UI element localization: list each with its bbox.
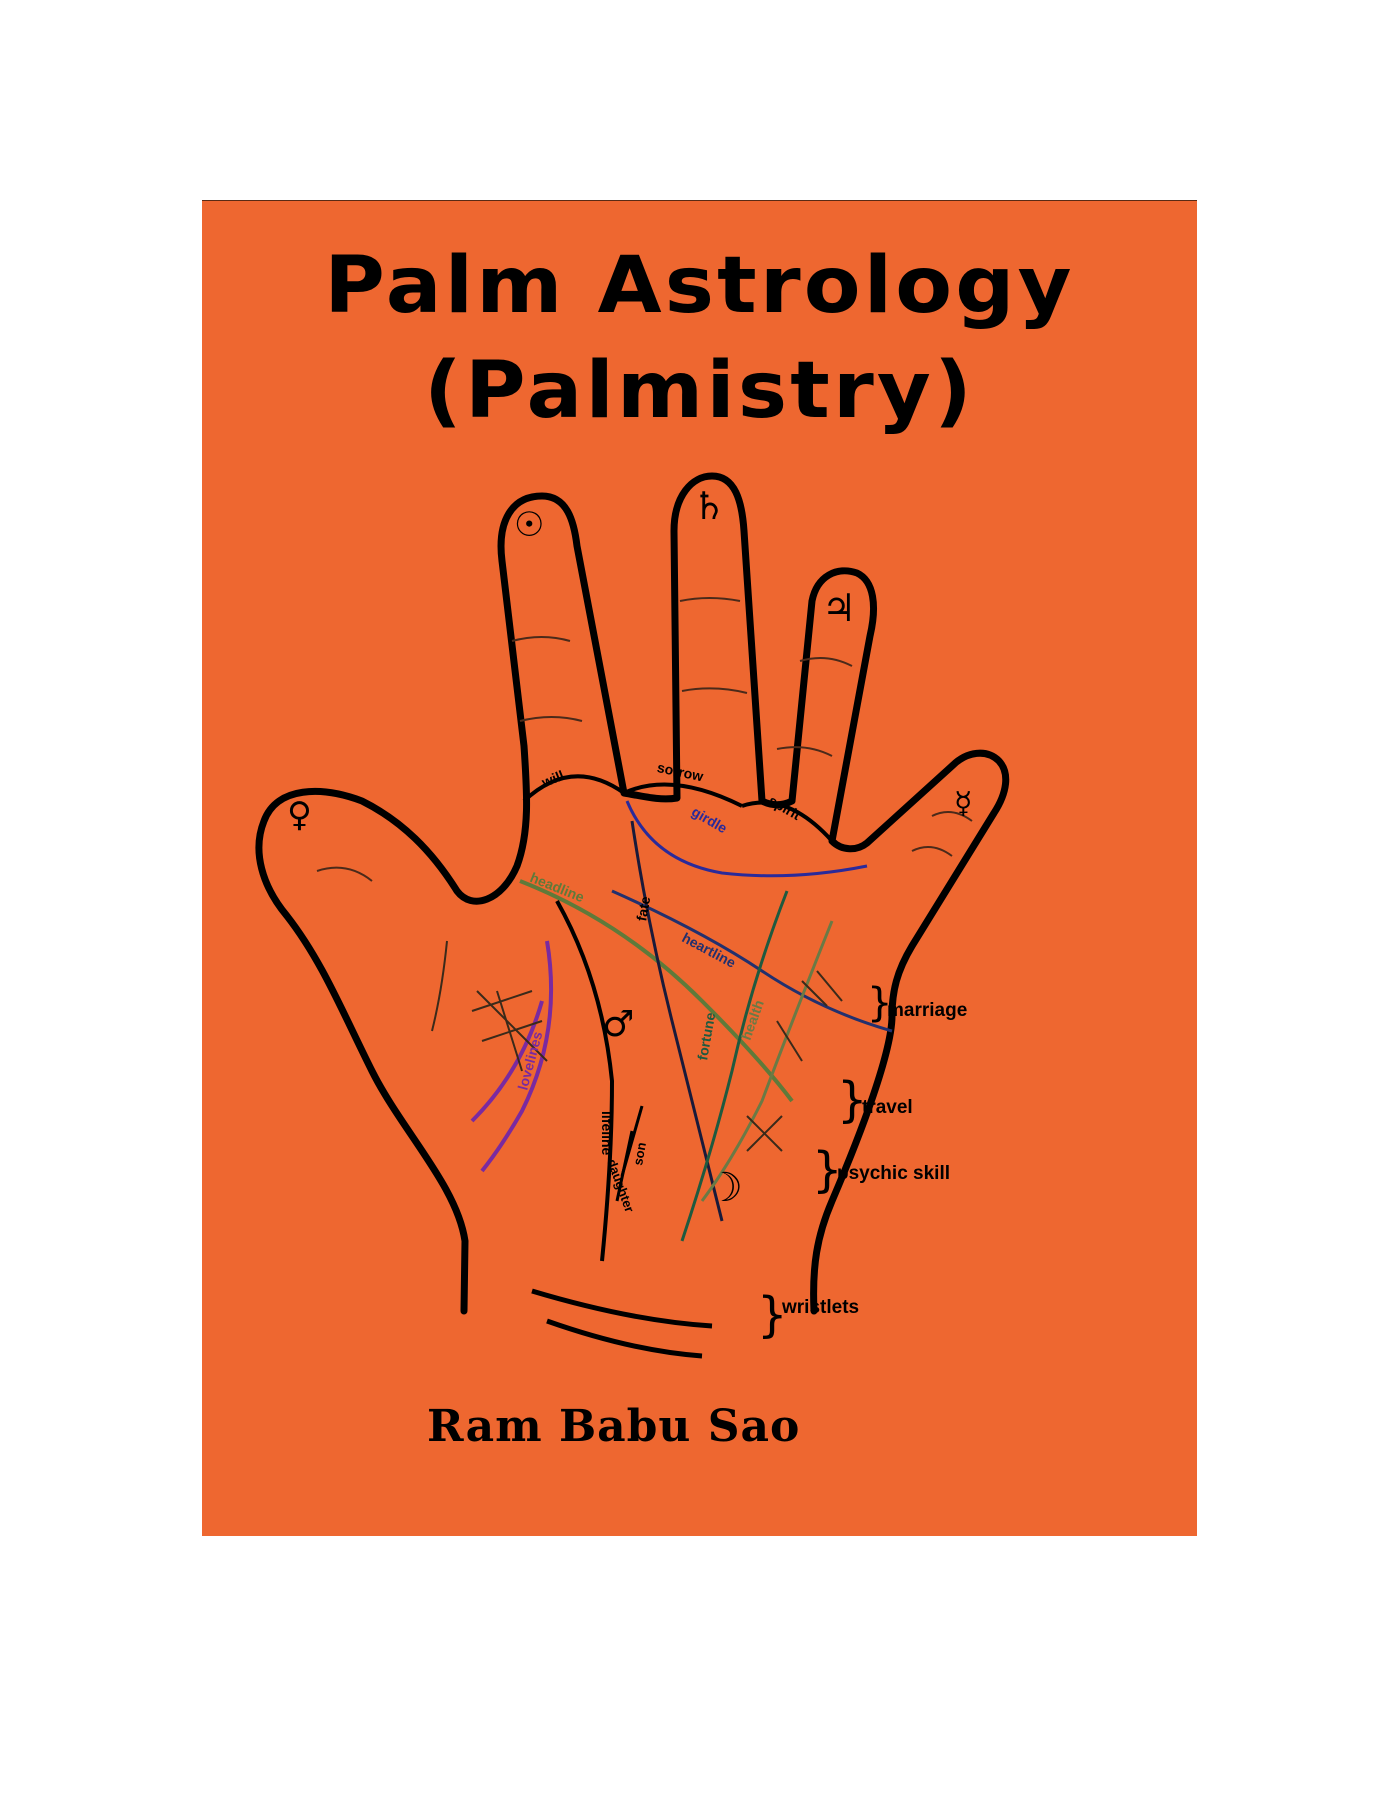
psychic-skill-annotation: } psychic skill xyxy=(812,1142,950,1198)
health-line xyxy=(700,920,834,1202)
svg-text:}: } xyxy=(812,1142,843,1198)
palm-diagram: ☉ ♄ ♃ ☿ ♀ ♂ ☽ will sorrow girdle spirit … xyxy=(255,472,1010,1359)
finger-creases xyxy=(316,597,973,882)
health-label: health xyxy=(738,998,767,1042)
svg-text:}: } xyxy=(837,1072,868,1128)
moon-symbol: ☽ xyxy=(707,1165,743,1211)
marriage-label: marriage xyxy=(887,1000,967,1021)
wristlet-lines xyxy=(531,1288,713,1359)
travel-label: travel xyxy=(862,1097,913,1118)
sorrow-label: sorrow xyxy=(656,759,705,784)
hand-outline xyxy=(255,472,1010,1315)
lovelines-lines xyxy=(470,940,554,1173)
fortune-line xyxy=(680,890,789,1242)
son-label: son xyxy=(630,1141,649,1166)
cover-title-line1: Palm Astrology xyxy=(324,241,1075,331)
spirit-label: spirit xyxy=(766,792,804,823)
wristlets-label: wristlets xyxy=(781,1297,859,1318)
marriage-annotation: } marriage xyxy=(867,980,967,1026)
mars-symbol: ♂ xyxy=(602,1004,634,1045)
venus-symbol: ♀ xyxy=(287,795,312,835)
girdle-line xyxy=(625,800,868,878)
svg-text:}: } xyxy=(867,980,892,1026)
headline-line xyxy=(519,879,794,1103)
headline-label: headline xyxy=(528,869,587,905)
lifeline-label: lifeline xyxy=(599,1111,615,1156)
children-lines xyxy=(615,1105,644,1202)
cover-author: Ram Babu Sao xyxy=(427,1401,801,1452)
lifeline-line xyxy=(555,900,615,1262)
fate-label: fate xyxy=(633,895,653,923)
wristlets-annotation: } wristlets xyxy=(757,1287,859,1343)
book-cover: Palm Astrology (Palmistry) xyxy=(202,200,1197,1536)
mercury-symbol: ☿ xyxy=(954,786,972,821)
jupiter-symbol: ♃ xyxy=(822,586,856,630)
travel-annotation: } travel xyxy=(837,1072,913,1128)
girdle-label: girdle xyxy=(689,803,730,836)
psychic-skill-label: psychic skill xyxy=(837,1163,950,1184)
svg-text:}: } xyxy=(757,1287,788,1343)
palm-marks xyxy=(431,940,843,1152)
sun-symbol: ☉ xyxy=(514,505,544,545)
fortune-label: fortune xyxy=(694,1011,718,1061)
cover-title-line2: (Palmistry) xyxy=(424,346,975,436)
finger-base-arcs xyxy=(522,774,834,843)
heartline-line xyxy=(611,889,893,1033)
saturn-symbol: ♄ xyxy=(692,484,726,528)
